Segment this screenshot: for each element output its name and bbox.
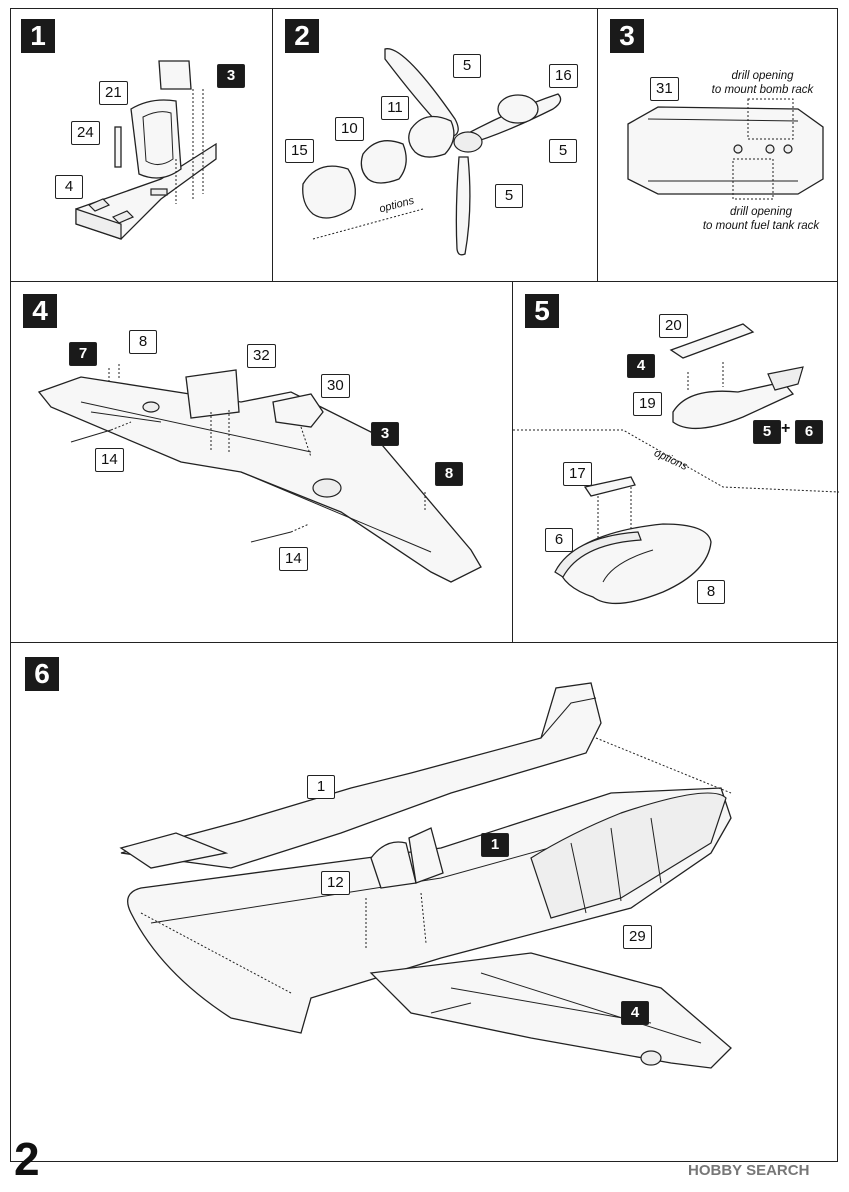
step-6-number: 6	[25, 657, 59, 691]
part-label-17: 17	[563, 462, 592, 486]
part-label-6-bottom: 6	[545, 528, 573, 552]
part-label-3: 3	[217, 64, 245, 88]
part-label-14-left: 14	[95, 448, 124, 472]
part-label-8: 8	[697, 580, 725, 604]
fuel-tank-rack-note-line-2: to mount fuel tank rack	[702, 220, 820, 232]
fuel-tank-rack-note-line-1: drill opening	[729, 206, 792, 218]
part-label-16: 16	[549, 64, 578, 88]
part-label-1-solid: 1	[481, 833, 509, 857]
page-number: 2	[14, 1133, 40, 1185]
part-label-1-outline: 1	[307, 775, 335, 799]
part-label-31: 31	[650, 77, 679, 101]
step-1-panel: 1 3 21 24 4	[10, 8, 273, 282]
step-6-panel: 6 1 1 12 29 4	[10, 642, 838, 1162]
step-2-panel: 2 5 16 11 10 15 5 5 options	[272, 8, 598, 282]
propeller-drawing	[302, 48, 562, 256]
part-label-8-right: 8	[435, 462, 463, 486]
seat-assembly-drawing	[75, 60, 217, 240]
part-label-15: 15	[285, 139, 314, 163]
part-label-20: 20	[659, 314, 688, 338]
part-label-4: 4	[621, 1001, 649, 1025]
part-label-10: 10	[335, 117, 364, 141]
fuel-tank-rack-note: drill opening to mount fuel tank rack	[686, 205, 836, 233]
part-label-19: 19	[633, 392, 662, 416]
part-label-32: 32	[247, 344, 276, 368]
bomb-rack-note-line-1: drill opening	[731, 70, 794, 82]
step-5-number: 5	[525, 294, 559, 328]
part-label-24: 24	[71, 121, 100, 145]
part-label-21: 21	[99, 81, 128, 105]
part-label-4: 4	[55, 175, 83, 199]
step-4-number: 4	[23, 294, 57, 328]
wing-assembly-drawing	[37, 364, 482, 583]
part-label-5-right: 5	[549, 139, 577, 163]
part-label-14-bottom: 14	[279, 547, 308, 571]
fuselage-assembly-drawing	[119, 682, 732, 1069]
fuselage-underside-drawing	[627, 98, 824, 200]
part-label-5-bottom: 5	[495, 184, 523, 208]
part-label-5-top: 5	[453, 54, 481, 78]
part-label-29: 29	[623, 925, 652, 949]
part-label-8-top: 8	[129, 330, 157, 354]
step-2-number: 2	[285, 19, 319, 53]
part-label-4: 4	[627, 354, 655, 378]
step-3-panel: 3 31 drill opening to mount bomb rack dr…	[597, 8, 838, 282]
step-1-number: 1	[21, 19, 55, 53]
bomb-rack-note: drill opening to mount bomb rack	[690, 69, 835, 97]
bomb-rack-note-line-2: to mount bomb rack	[711, 84, 814, 96]
step-4-panel: 4 7 8 32 30 3 8 14 14	[10, 281, 513, 643]
part-label-5: 5	[753, 420, 781, 444]
part-label-12: 12	[321, 871, 350, 895]
bomb-and-droptank-drawing	[513, 323, 839, 605]
step-5-panel: 5 20 4 19 5 + 6 options 17 6 8	[512, 281, 839, 643]
plus-sign: +	[781, 420, 791, 437]
part-label-11: 11	[381, 96, 409, 120]
part-label-3: 3	[371, 422, 399, 446]
watermark: HOBBY SEARCH	[688, 1162, 810, 1179]
part-label-7: 7	[69, 342, 97, 366]
part-label-30: 30	[321, 374, 350, 398]
part-label-6-top: 6	[795, 420, 823, 444]
step-3-number: 3	[610, 19, 644, 53]
